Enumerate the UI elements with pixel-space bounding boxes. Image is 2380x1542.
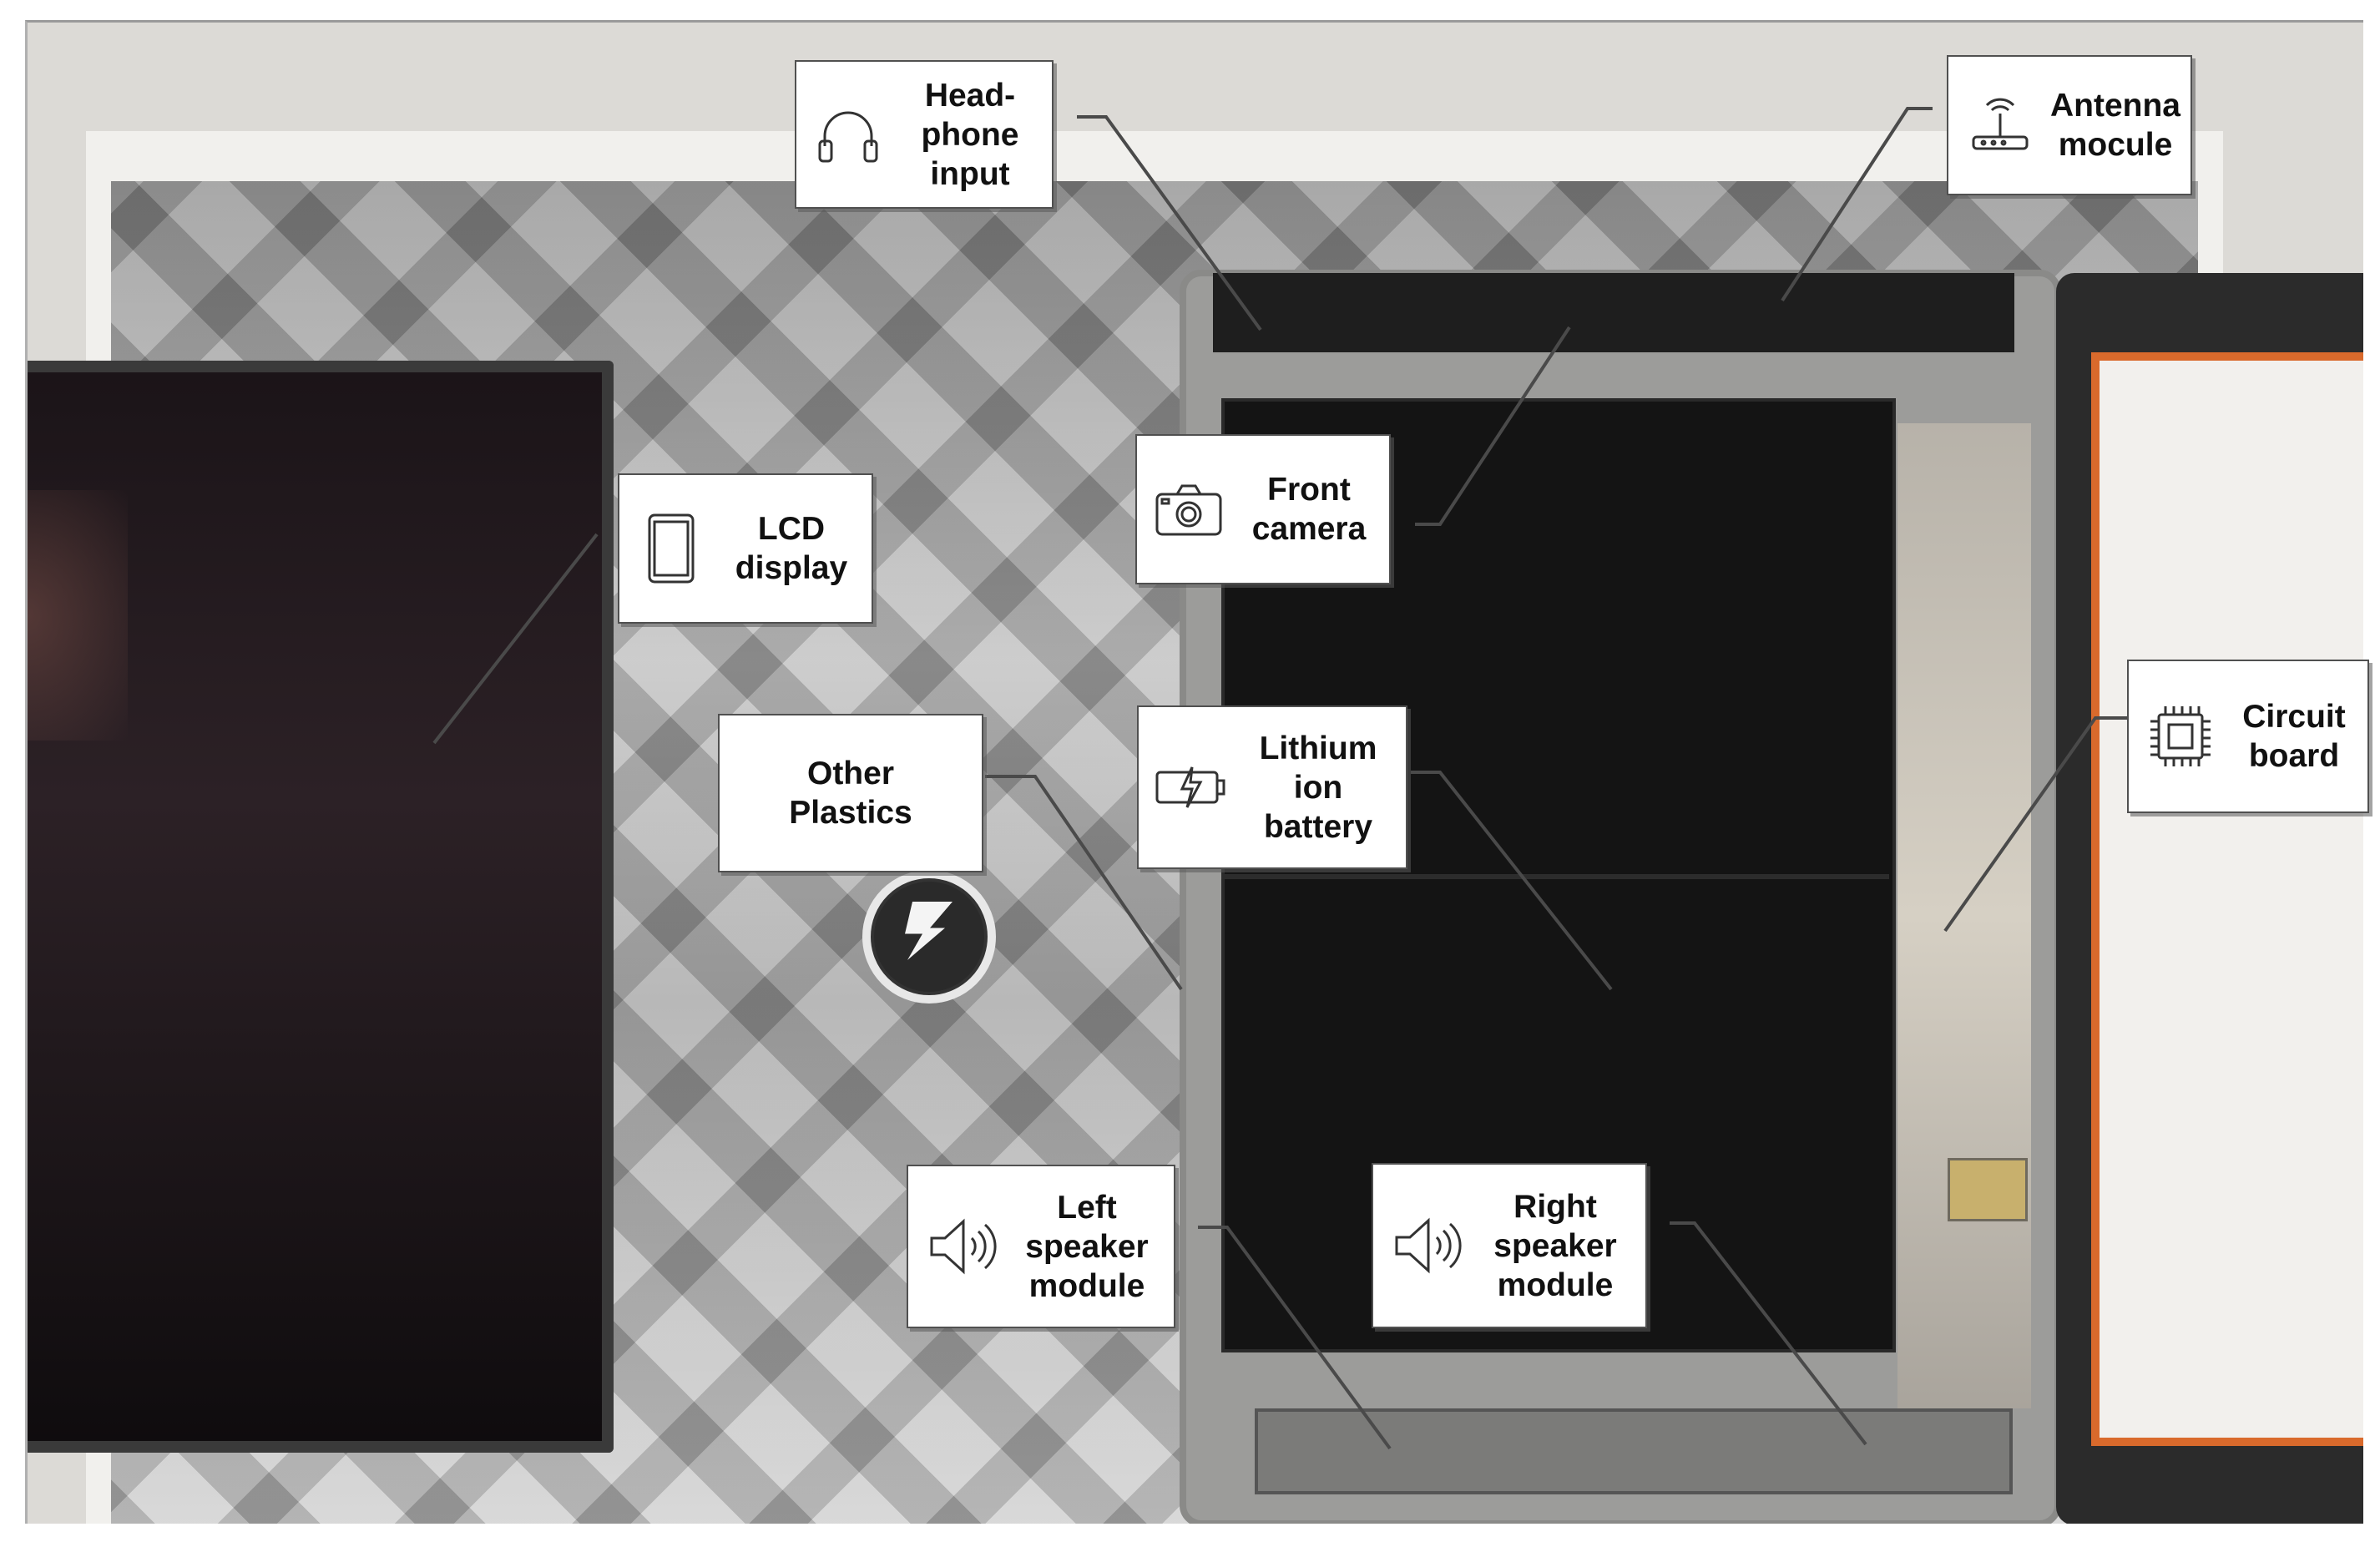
lcd-glare [28, 490, 128, 741]
callout-label: Other Plastics [789, 756, 912, 831]
callout-headphone-input: Head- phone input [795, 60, 1054, 209]
callout-label: Circuit board [2242, 699, 2346, 774]
callout-label: Left speaker module [1025, 1189, 1149, 1304]
callout-lithium-ion-battery: Lithium ion battery [1137, 705, 1407, 869]
callout-label: Lithium ion battery [1259, 730, 1377, 845]
callout-right-speaker-module: Right speaker module [1372, 1163, 1647, 1328]
callout-front-camera: Front camera [1135, 434, 1391, 584]
callout-label: Antenna mocule [2050, 88, 2180, 163]
bottom-speaker-bar [1255, 1408, 2013, 1494]
lightning-sticker [862, 870, 996, 1004]
leader-battery [1411, 771, 1613, 991]
leader-left-speaker [1198, 1226, 1392, 1450]
camera-icon [1149, 469, 1229, 549]
battery-charging-icon [1150, 747, 1230, 827]
callout-other-plastics: Other Plastics [718, 714, 983, 872]
logic-board [1897, 423, 2031, 1408]
leader-other-plastics [985, 775, 1183, 991]
speaker-icon [1385, 1206, 1465, 1286]
leader-front-camera [1415, 326, 1571, 526]
antenna-router-icon [1960, 85, 2040, 165]
callout-circuit-board: Circuit board [2127, 660, 2369, 813]
frame-top-strip [1213, 273, 2014, 352]
chip-icon [2140, 696, 2221, 776]
leader-lcd [432, 533, 599, 745]
battery-seam [1221, 874, 1889, 879]
callout-label: Front camera [1251, 472, 1367, 547]
callout-label: Right speaker module [1493, 1188, 1617, 1303]
callout-left-speaker-module: Left speaker module [907, 1165, 1175, 1328]
tablet-icon [631, 508, 711, 589]
headphones-icon [808, 94, 888, 174]
leader-right-speaker [1670, 1221, 1867, 1446]
leader-antenna [1781, 107, 1933, 302]
board-chip [1948, 1158, 2028, 1221]
leader-headphone [1077, 115, 1262, 331]
leader-circuit-board [1943, 716, 2127, 933]
callout-label: LCD display [735, 511, 848, 586]
touch-panel-glass [2091, 352, 2363, 1446]
speaker-icon [920, 1206, 1000, 1287]
callout-lcd-display: LCD display [618, 473, 873, 624]
callout-label: Head- phone input [921, 77, 1019, 192]
callout-antenna-module: Antenna mocule [1947, 55, 2192, 195]
lcd-panel [28, 361, 614, 1453]
